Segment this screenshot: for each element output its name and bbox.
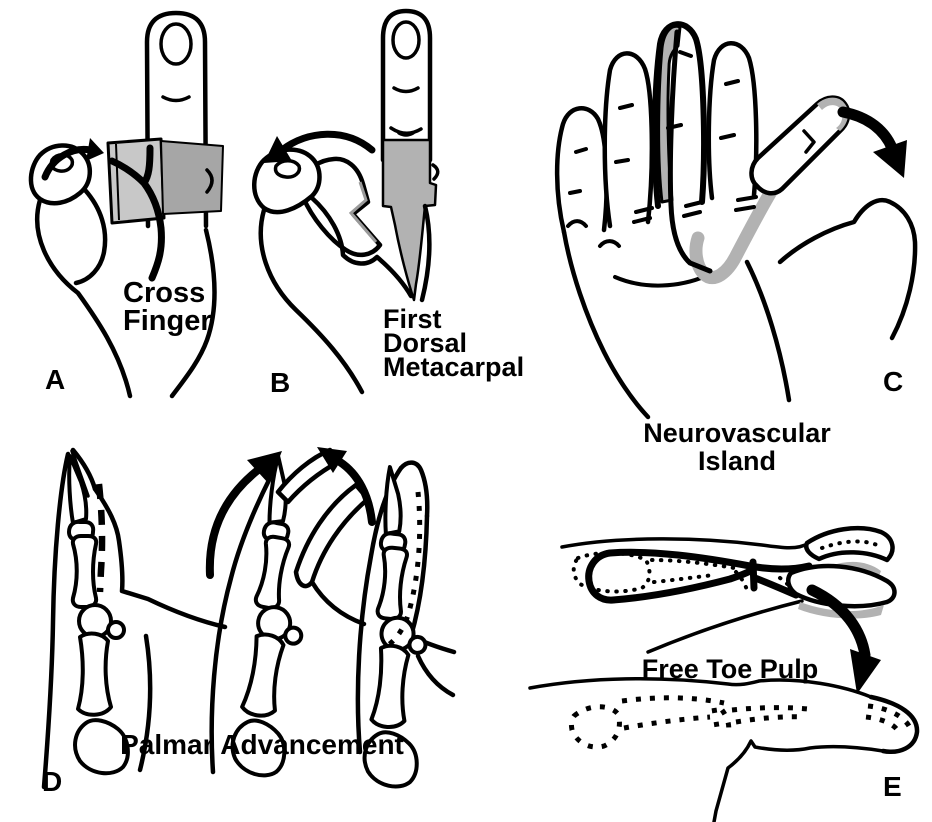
panel-a-artwork	[28, 10, 224, 399]
panel-e-artwork	[528, 525, 920, 822]
fingernail	[159, 22, 193, 66]
caption-line: First	[383, 304, 442, 334]
panel-d-caption: Palmar Advancement	[120, 729, 404, 760]
caption-line: Finger	[123, 305, 212, 337]
flap-on-digit	[817, 97, 849, 131]
panel-d-letter: D	[42, 766, 63, 797]
hand-outline	[34, 187, 217, 399]
transfer-arrow-icon	[806, 584, 881, 694]
index-finger	[380, 8, 433, 163]
fingernail	[391, 20, 421, 60]
panel-a-caption: Cross Finger	[123, 277, 212, 337]
caption-line: Dorsal	[383, 328, 468, 358]
recipient-finger	[528, 677, 920, 822]
advanced-flap-dotted-line	[382, 491, 423, 651]
panel-c-artwork	[554, 21, 918, 420]
finger-bones-dotted	[568, 695, 912, 750]
panel-e-caption: Free Toe Pulp	[641, 654, 819, 684]
thumb-outline	[777, 197, 918, 341]
donor-toe	[560, 525, 897, 654]
cross-finger-flap	[106, 137, 224, 282]
palm-outline	[561, 229, 792, 420]
panel-b-caption: First Dorsal Metacarpal	[383, 304, 525, 382]
index-finger	[706, 41, 759, 201]
ring-finger	[602, 51, 655, 229]
elevation-arrow-right-icon	[317, 447, 376, 526]
panel-e-letter: E	[883, 771, 902, 802]
skin-creases	[566, 79, 758, 248]
little-finger	[554, 106, 609, 235]
flap-rotation-arrow-icon	[41, 138, 104, 181]
toe-vessels	[585, 548, 813, 604]
elevation-arrow-left-icon	[205, 451, 282, 579]
panel-d-artwork	[41, 447, 457, 791]
incision-dashed-line	[95, 483, 106, 593]
island-flap-pedicle	[689, 183, 779, 285]
stage-1-incision	[41, 447, 228, 790]
transferred-flap-digit	[749, 95, 851, 196]
panel-b-artwork	[252, 8, 440, 395]
caption-line: Island	[697, 446, 777, 476]
panel-c-letter: C	[883, 366, 904, 397]
panel-b-letter: B	[270, 367, 291, 398]
flap-dark-square	[160, 140, 224, 215]
panel-c-caption: Neurovascular Island	[617, 419, 857, 475]
stage-2-elevation	[205, 447, 376, 781]
neurovascular-bundle	[667, 29, 713, 274]
fingers	[554, 21, 759, 235]
hand-outline	[258, 195, 432, 395]
flap-fold-edge	[115, 143, 120, 221]
stage-3-advanced	[353, 460, 457, 791]
caption-line: Cross	[123, 277, 206, 309]
thumb	[252, 147, 322, 215]
caption-line: Metacarpal	[383, 352, 525, 382]
advancement-flap	[293, 482, 371, 589]
panel-a-letter: A	[45, 364, 66, 395]
caption-line: Neurovascular	[643, 418, 831, 448]
vessel-pedicle	[108, 144, 165, 282]
flap-rotation-arrow-icon	[264, 130, 376, 163]
flap-transfer-arrow-icon	[837, 106, 907, 178]
